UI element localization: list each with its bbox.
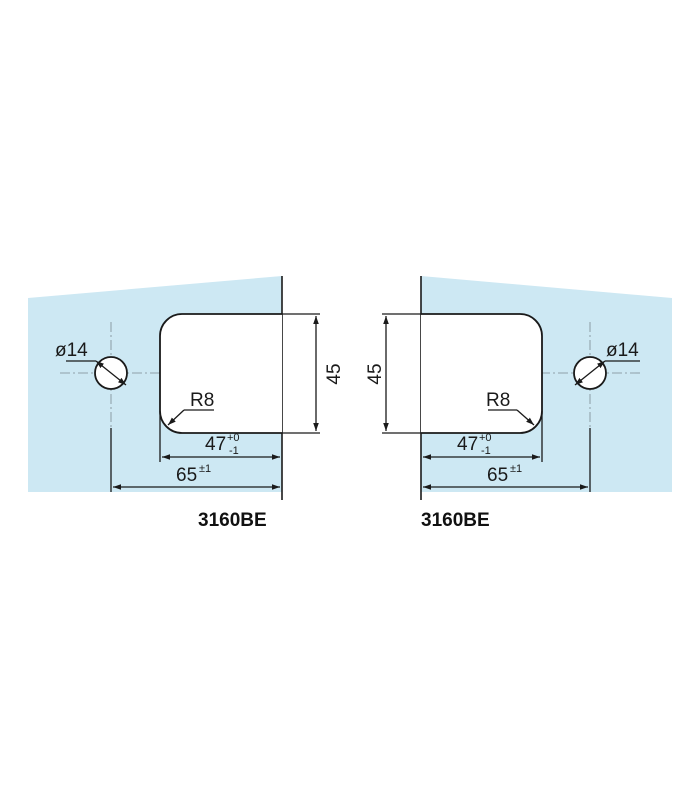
left-overall-width-label: 65: [176, 465, 197, 486]
left-cutout: [159, 313, 282, 434]
right-cut-tol-lower: -1: [481, 445, 491, 457]
left-model-label: 3160BE: [198, 510, 267, 531]
right-hole-diameter-line: [574, 360, 606, 386]
right-height-label: 45: [365, 363, 386, 384]
left-height-label: 45: [324, 363, 345, 384]
left-cut-tol-lower: -1: [229, 445, 239, 457]
left-hole-diameter-line: [95, 360, 127, 386]
left-overall-tol: ±1: [199, 463, 211, 475]
left-hole-diameter-label: ø14: [55, 340, 88, 361]
right-overall-width-label: 65: [487, 465, 508, 486]
right-drawing: ø14 45 R8 47 +0 -1 65 ±1 3160BE: [365, 276, 672, 531]
left-radius-leader-arrow: [167, 409, 185, 426]
right-model-label: 3160BE: [421, 510, 490, 531]
right-radius-leader-arrow: [516, 409, 535, 426]
right-overall-tol: ±1: [510, 463, 522, 475]
left-cut-width-label: 47: [205, 434, 226, 455]
left-cut-tol-upper: +0: [227, 432, 240, 444]
right-cut-tol-upper: +0: [479, 432, 492, 444]
right-cutout: [421, 313, 543, 434]
right-radius-label: R8: [486, 390, 510, 411]
left-radius-label: R8: [190, 390, 214, 411]
left-drawing: ø14 45 R8 47 +0 -1 65 ±1 3160BE: [28, 276, 345, 531]
right-cut-width-label: 47: [457, 434, 478, 455]
right-hole-diameter-label: ø14: [606, 340, 639, 361]
